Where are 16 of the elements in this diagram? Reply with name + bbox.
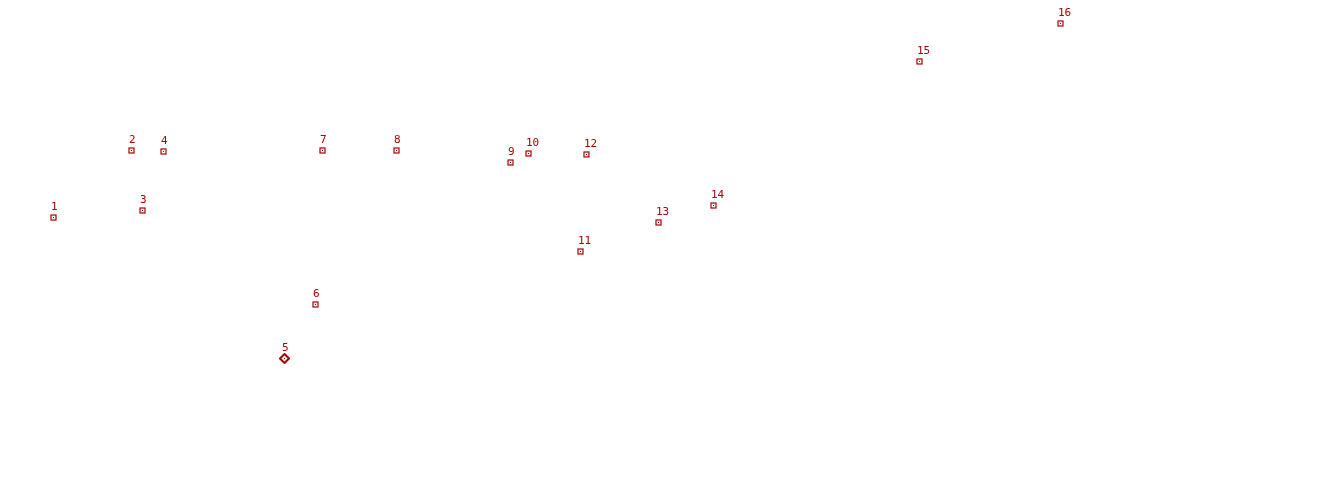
point-number: 8 <box>394 134 401 145</box>
point-number: 5 <box>282 342 289 353</box>
point-number: 13 <box>656 206 670 217</box>
point-number: 7 <box>320 134 327 145</box>
point-number: 16 <box>1058 7 1072 18</box>
point-number: 11 <box>578 235 592 246</box>
point-number: 3 <box>140 194 147 205</box>
point-number: 9 <box>508 146 515 157</box>
point-number: 10 <box>526 137 540 148</box>
point-number: 15 <box>917 45 931 56</box>
point-number: 1 <box>51 201 58 212</box>
point-number: 14 <box>711 189 725 200</box>
point-number: 4 <box>161 135 168 146</box>
point-number: 6 <box>313 288 320 299</box>
point-number: 12 <box>584 138 598 149</box>
point-number: 2 <box>129 134 136 145</box>
